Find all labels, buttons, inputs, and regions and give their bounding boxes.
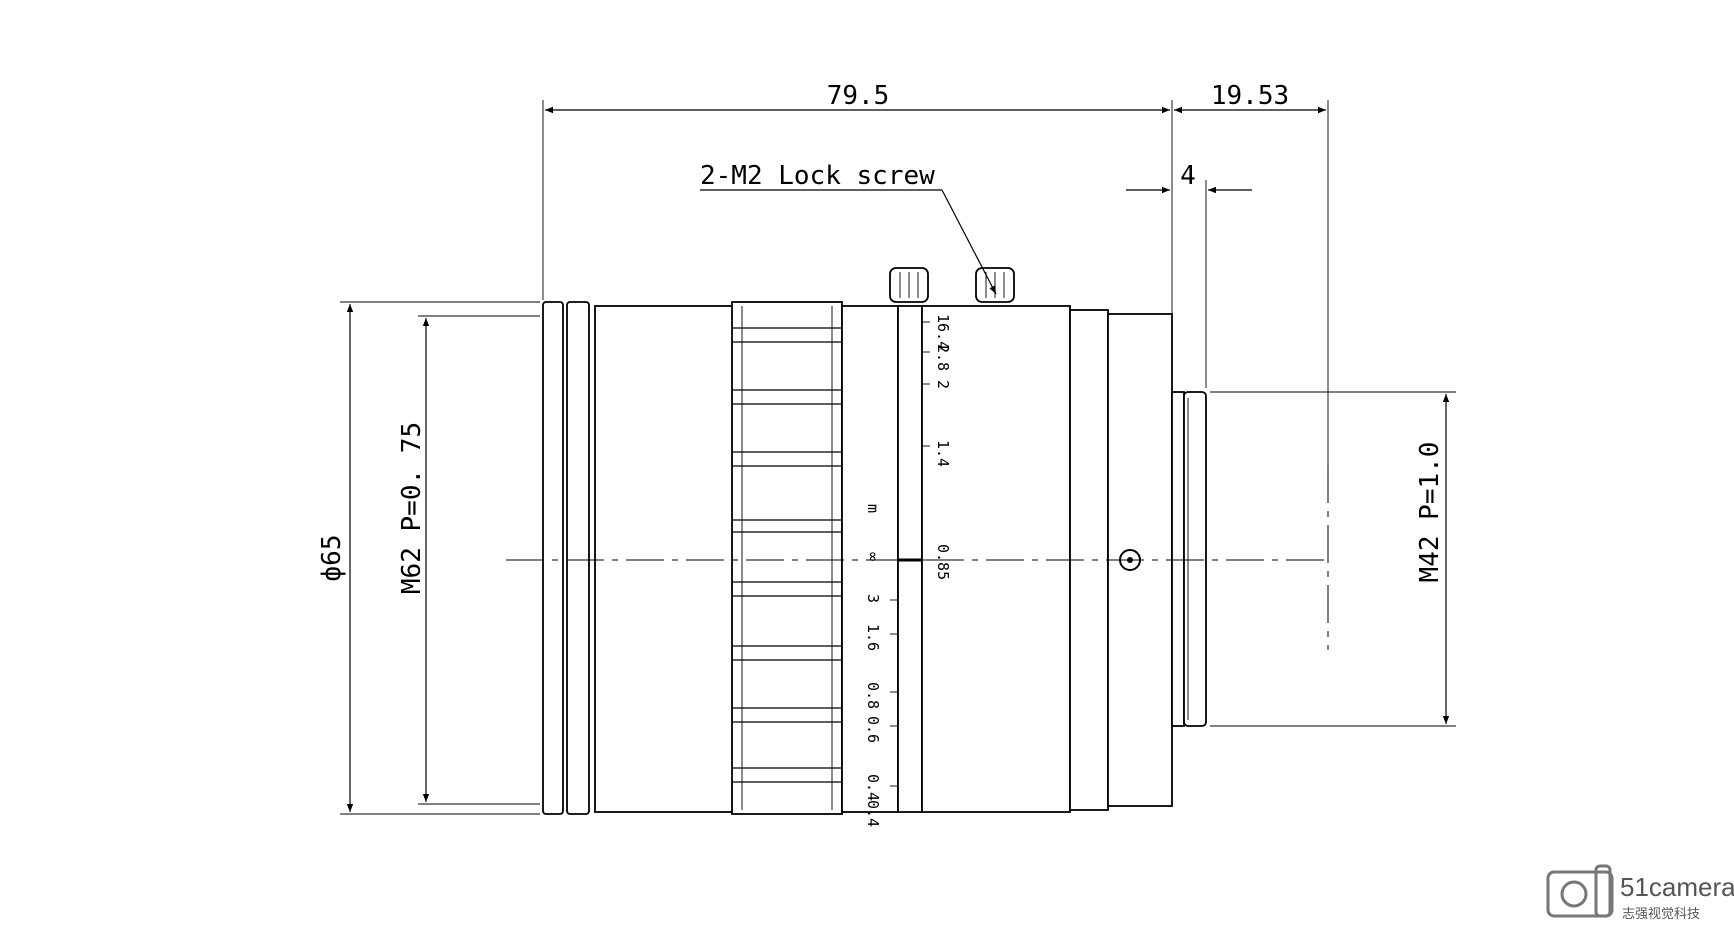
focus-mark: ∞ bbox=[864, 552, 882, 561]
focus-mark: 1.6 bbox=[864, 624, 882, 651]
camera-logo-icon bbox=[1546, 864, 1614, 918]
dim-flange-depth: 19.53 bbox=[1174, 81, 1329, 465]
iris-mark: 16.4 bbox=[934, 314, 952, 350]
mount-thread-label: M42 P=1.0 bbox=[1415, 442, 1445, 583]
lock-screw-callout: 2-M2 Lock screw bbox=[700, 161, 997, 295]
mount-step bbox=[1171, 391, 1185, 727]
focus-unit: m bbox=[864, 504, 882, 513]
mount-step-label: 4 bbox=[1180, 161, 1196, 191]
flange-depth-label: 19.53 bbox=[1211, 81, 1289, 111]
outer-diameter-label: ф65 bbox=[317, 535, 347, 582]
focus-mark: 0.4 bbox=[864, 774, 882, 801]
overall-length-label: 79.5 bbox=[827, 81, 890, 111]
front-ring-groove bbox=[566, 301, 590, 815]
filter-thread-label: M62 P=0. 75 bbox=[397, 422, 427, 594]
dim-mount-step: 4 bbox=[1126, 161, 1252, 388]
focus-mark: 3 bbox=[864, 594, 882, 603]
watermark-brand: 51camera bbox=[1620, 872, 1734, 902]
focus-mark: 0.6 bbox=[864, 716, 882, 743]
dim-filter-thread: M62 P=0. 75 bbox=[397, 315, 540, 805]
lock-screw-2 bbox=[975, 267, 1015, 303]
focus-ring bbox=[841, 305, 899, 813]
lock-screw-label: 2-M2 Lock screw bbox=[700, 161, 935, 191]
dim-mount-thread: M42 P=1.0 bbox=[1210, 391, 1456, 727]
grip-ridges bbox=[732, 306, 842, 810]
grip-ring bbox=[731, 301, 843, 815]
iris-scale: 16.4 2.8 2 1.4 0.85 bbox=[922, 314, 952, 580]
lock-screw-1 bbox=[889, 267, 929, 303]
mount-thread bbox=[1183, 391, 1207, 727]
watermark-subtitle: 志强视觉科技 bbox=[1622, 906, 1700, 921]
focus-mark: 0.8 bbox=[864, 682, 882, 709]
iris-mark: 0.85 bbox=[934, 544, 952, 580]
front-ring bbox=[542, 301, 564, 815]
dim-outer-diameter: ф65 bbox=[317, 301, 540, 815]
dim-overall-length: 79.5 bbox=[542, 81, 1173, 388]
iris-mark: 2.8 bbox=[934, 344, 952, 371]
iris-mark: 2 bbox=[934, 380, 952, 389]
focus-mark: 0.4 bbox=[864, 800, 882, 827]
focus-scale: m ∞ 3 1.6 0.8 0.6 0.4 0.4 bbox=[864, 504, 898, 827]
iris-mark: 1.4 bbox=[934, 440, 952, 467]
watermark: 51camera 志强视觉科技 bbox=[1546, 864, 1734, 921]
front-barrel bbox=[594, 305, 734, 813]
